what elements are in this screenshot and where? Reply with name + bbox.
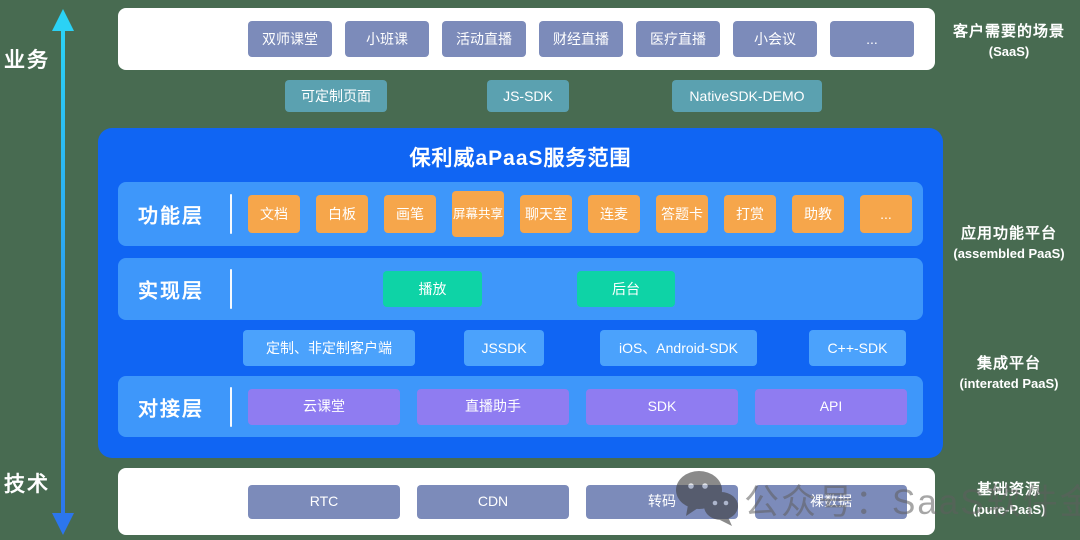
side-label-cn: 客户需要的场景 (952, 23, 1065, 40)
axis-label-technology: 技术 (4, 473, 50, 496)
scenario-button: 财经直播 (539, 21, 623, 57)
resource-button-raw-data: 裸数据 (755, 484, 907, 519)
function-button: 连麦 (588, 195, 640, 233)
sdk-button-custom-page: 可定制页面 (285, 80, 387, 112)
integration-button-cpp-sdk: C++-SDK (809, 330, 906, 366)
function-layer-label: 功能层 (138, 205, 204, 228)
scenario-button: 小会议 (733, 21, 817, 57)
side-label-cn: 应用功能平台 (960, 225, 1057, 242)
resource-button-cdn: CDN (417, 484, 569, 519)
scenario-button: 小班课 (345, 21, 429, 57)
side-label-en: (SaaS) (988, 44, 1030, 59)
impl-layer-label: 实现层 (138, 280, 204, 303)
function-layer-divider (230, 194, 232, 234)
scenario-button-more: ... (830, 21, 914, 57)
connect-button-api: API (755, 388, 907, 425)
impl-layer-row: 实现层 播放 后台 (118, 258, 923, 320)
integration-button-ios-android-sdk: iOS、Android-SDK (600, 330, 757, 366)
connect-layer-row: 对接层 云课堂 直播助手 SDK API (118, 376, 923, 437)
integration-button-client: 定制、非定制客户端 (243, 330, 415, 366)
function-button-screen-share: 屏幕共享 (452, 191, 504, 237)
axis-line (61, 28, 65, 514)
wechat-icon (674, 468, 740, 533)
side-label-en: (interated PaaS) (959, 376, 1059, 391)
scenario-button: 活动直播 (442, 21, 526, 57)
axis-arrow-up-icon (52, 9, 74, 31)
impl-layer-divider (230, 269, 232, 309)
connect-layer-label: 对接层 (138, 398, 204, 420)
side-label-pure-paas: 基础资源 (pure-PaaS) (938, 478, 1080, 517)
side-label-cn: 集成平台 (976, 355, 1041, 372)
sdk-button-js-sdk: JS-SDK (487, 80, 569, 112)
apaas-panel: 保利威aPaaS服务范围 功能层 文档 白板 画笔 屏幕共享 聊天室 连麦 答题… (98, 128, 943, 458)
function-layer-buttons: 文档 白板 画笔 屏幕共享 聊天室 连麦 答题卡 打赏 助教 ... (248, 182, 912, 246)
resource-bar: RTC CDN 转码 裸数据 (118, 468, 935, 535)
impl-button-play: 播放 (383, 271, 482, 307)
scenario-button: 医疗直播 (636, 21, 720, 57)
function-button-more: ... (860, 195, 912, 233)
side-label-saas: 客户需要的场景 (SaaS) (938, 20, 1080, 59)
scenario-button: 双师课堂 (248, 21, 332, 57)
connect-button-cloud-class: 云课堂 (248, 388, 400, 425)
side-label-en: (assembled PaaS) (953, 246, 1065, 261)
function-button: 画笔 (384, 195, 436, 233)
function-button: 打赏 (724, 195, 776, 233)
function-button: 助教 (792, 195, 844, 233)
impl-button-backend: 后台 (577, 271, 675, 307)
sdk-button-native-sdk-demo: NativeSDK-DEMO (672, 80, 822, 112)
function-button: 文档 (248, 195, 300, 233)
axis-arrow-down-icon (52, 513, 74, 535)
function-button: 聊天室 (520, 195, 572, 233)
connect-button-sdk: SDK (586, 388, 738, 425)
scenario-bar: 双师课堂 小班课 活动直播 财经直播 医疗直播 小会议 ... (118, 8, 935, 70)
connect-button-live-assistant: 直播助手 (417, 388, 569, 425)
side-label-integrated-paas: 集成平台 (interated PaaS) (938, 352, 1080, 391)
side-label-en: (pure-PaaS) (972, 502, 1046, 517)
function-layer-row: 功能层 文档 白板 画笔 屏幕共享 聊天室 连麦 答题卡 打赏 助教 ... (118, 182, 923, 246)
integration-button-jssdk: JSSDK (464, 330, 544, 366)
connect-layer-buttons: 云课堂 直播助手 SDK API (248, 376, 907, 437)
panel-title: 保利威aPaaS服务范围 (409, 147, 632, 170)
side-label-cn: 基础资源 (976, 481, 1041, 498)
resource-button-rtc: RTC (248, 484, 400, 519)
function-button: 白板 (316, 195, 368, 233)
side-label-assembled-paas: 应用功能平台 (assembled PaaS) (938, 222, 1080, 261)
watermark-text: 公众号：SaaS软件金选 (744, 483, 1080, 522)
scenario-buttons: 双师课堂 小班课 活动直播 财经直播 医疗直播 小会议 ... (248, 8, 914, 70)
connect-layer-divider (230, 386, 232, 427)
axis-label-business: 业务 (4, 49, 50, 72)
function-button: 答题卡 (656, 195, 708, 233)
